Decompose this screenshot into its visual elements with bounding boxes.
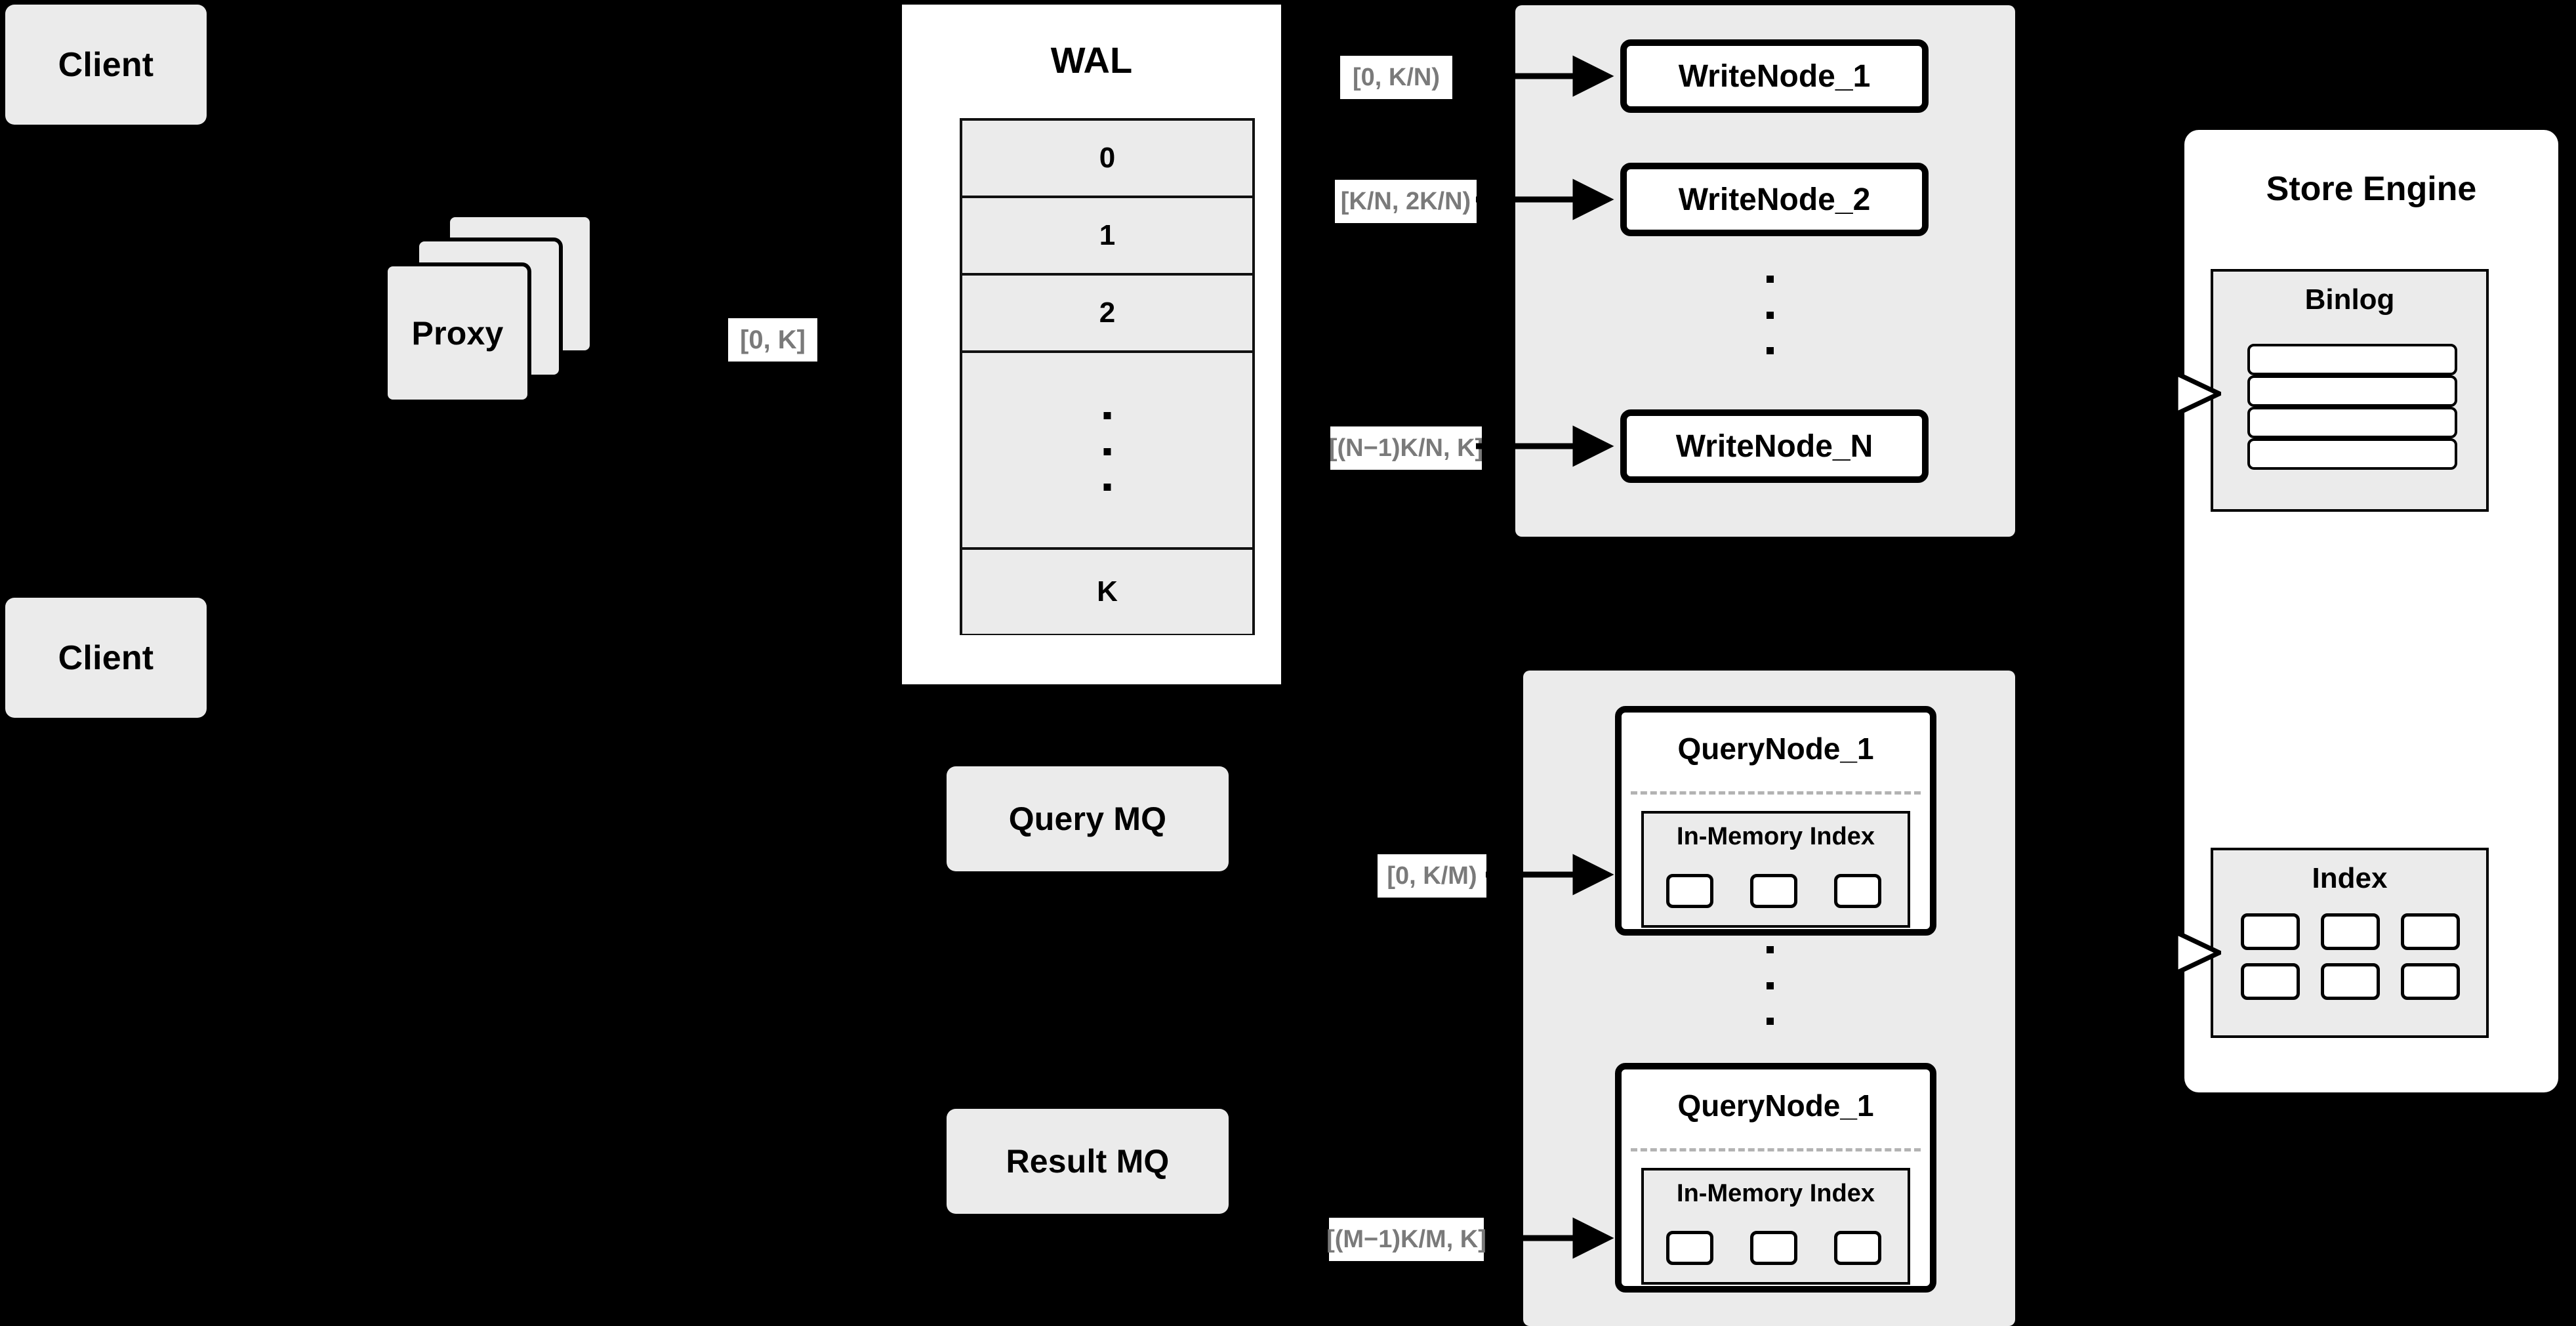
result-mq-label: Result MQ	[1006, 1143, 1170, 1180]
query-node-1[interactable]: QueryNode_1 In-Memory Index	[1615, 706, 1936, 936]
write-node-2-label: WriteNode_2	[1678, 182, 1871, 217]
client-box-2[interactable]: Client	[5, 598, 207, 718]
wal-title: WAL	[1050, 39, 1133, 81]
store-engine-panel: Store Engine Binlog Index	[2184, 130, 2558, 1092]
wal-panel: WAL 0 1 2 K	[897, 0, 1286, 689]
wal-row-1: 1	[962, 198, 1252, 276]
query-node-m-divider	[1631, 1148, 1921, 1151]
query-group-vertical-dots	[1766, 946, 1774, 1025]
binlog-panel: Binlog	[2211, 269, 2489, 512]
proxy-label: Proxy	[411, 314, 504, 352]
query-node-m-title: QueryNode_1	[1677, 1088, 1874, 1123]
query-node-1-divider	[1631, 791, 1921, 795]
query-node-1-title: QueryNode_1	[1677, 732, 1874, 766]
index-chip	[2401, 963, 2460, 1000]
write-group-vertical-dots	[1766, 276, 1774, 354]
query-node-m[interactable]: QueryNode_1 In-Memory Index	[1615, 1063, 1936, 1293]
edge-label-wal-to-writenode-1: [0, K/N)	[1340, 56, 1452, 99]
write-node-2[interactable]: WriteNode_2	[1620, 163, 1929, 236]
edge-label-proxy-to-wal: [0, K]	[728, 318, 817, 362]
write-node-1[interactable]: WriteNode_1	[1620, 39, 1929, 113]
index-chip	[1750, 874, 1797, 908]
query-node-1-inmemory-index: In-Memory Index	[1641, 811, 1910, 928]
client-box-1[interactable]: Client	[5, 5, 207, 125]
wal-row-k: K	[962, 550, 1252, 634]
wal-vertical-dots	[1103, 412, 1111, 491]
index-chip	[1834, 1231, 1881, 1265]
index-chip	[2321, 913, 2380, 950]
edge-label-wal-to-writenode-2: [K/N, 2K/N)	[1335, 180, 1477, 223]
wal-row-ellipsis	[962, 353, 1252, 550]
wal-row-2: 2	[962, 276, 1252, 353]
binlog-bar	[2247, 407, 2457, 438]
write-node-n[interactable]: WriteNode_N	[1620, 409, 1929, 483]
write-node-1-label: WriteNode_1	[1678, 58, 1871, 94]
edge-label-mq-to-querynode-m: [(M−1)K/M, K]	[1326, 1218, 1486, 1261]
index-chip	[1666, 874, 1713, 908]
index-chip	[2401, 913, 2460, 950]
wal-table: 0 1 2 K	[960, 118, 1255, 635]
client-label-2: Client	[58, 638, 154, 677]
proxy-card-front[interactable]: Proxy	[384, 262, 531, 404]
index-chip	[1834, 874, 1881, 908]
wal-row-0: 0	[962, 121, 1252, 198]
index-chip	[1666, 1231, 1713, 1265]
index-title: Index	[2312, 862, 2388, 894]
index-chip	[2321, 963, 2380, 1000]
index-chip	[2241, 963, 2300, 1000]
index-panel: Index	[2211, 848, 2489, 1038]
query-mq-box[interactable]: Query MQ	[947, 766, 1229, 871]
binlog-title: Binlog	[2304, 283, 2395, 316]
query-node-m-index-title: In-Memory Index	[1677, 1180, 1875, 1207]
edge-label-wal-to-writenode-n: [(N−1)K/N, K]	[1329, 426, 1483, 470]
index-chip	[2241, 913, 2300, 950]
binlog-bar	[2247, 375, 2457, 407]
result-mq-box[interactable]: Result MQ	[947, 1109, 1229, 1214]
query-node-m-inmemory-index: In-Memory Index	[1641, 1168, 1910, 1285]
index-chip	[1750, 1231, 1797, 1265]
write-node-n-label: WriteNode_N	[1675, 428, 1873, 464]
query-mq-label: Query MQ	[1008, 800, 1167, 837]
store-engine-title: Store Engine	[2266, 170, 2477, 208]
query-node-1-index-title: In-Memory Index	[1677, 823, 1875, 850]
edge-label-mq-to-querynode-1: [0, K/M)	[1378, 854, 1486, 898]
client-label-1: Client	[58, 45, 154, 84]
binlog-bar	[2247, 344, 2457, 375]
proxy-stack[interactable]: Proxy	[377, 213, 640, 430]
binlog-bar	[2247, 438, 2457, 470]
